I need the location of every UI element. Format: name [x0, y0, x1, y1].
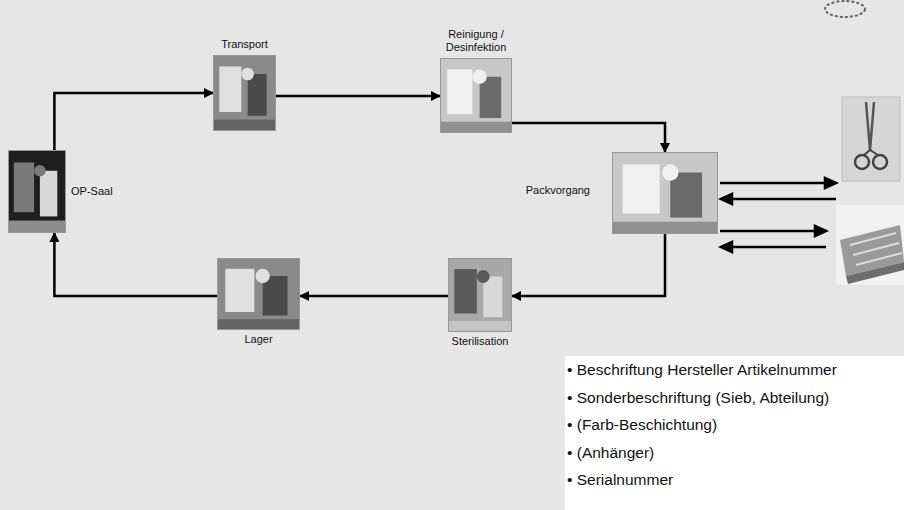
process-photo: Transport — [213, 55, 276, 131]
step-label: OP-Saal — [71, 185, 113, 198]
bullet-item: • Serialnummer — [567, 470, 673, 489]
photo — [213, 55, 276, 131]
list-ground — [565, 356, 904, 510]
bullet-item: • Beschriftung Hersteller Artikelnummer — [567, 360, 837, 379]
process-photo: Lager — [217, 258, 300, 330]
tray-photo — [836, 205, 904, 285]
flow-arrow — [276, 95, 440, 98]
ring-icon — [825, 1, 865, 17]
step-label: Sterilisation — [452, 335, 509, 348]
step-label: Packvorgang — [526, 184, 590, 197]
photo — [8, 150, 66, 233]
flow-arrow — [54, 93, 213, 150]
scissors-photo — [842, 97, 900, 181]
bullet-item: • (Anhänger) — [567, 443, 654, 462]
flow-arrow — [512, 234, 665, 296]
photo — [612, 152, 718, 234]
step-label: Transport — [221, 38, 268, 51]
side-arrows — [720, 178, 836, 252]
process-photo: Packvorgang — [612, 152, 718, 234]
process-photo: OP-Saal — [8, 150, 66, 233]
step-label: Reinigung / Desinfektion — [439, 28, 513, 54]
bullet-item: • Sonderbeschriftung (Sieb, Abteilung) — [567, 388, 829, 407]
process-photo: Sterilisation — [448, 258, 512, 332]
flow-arrow — [54, 233, 217, 296]
flow-arrow — [300, 295, 448, 298]
photo — [448, 258, 512, 332]
flow-arrow — [512, 123, 665, 152]
bullet-item: • (Farb-Beschichtung) — [567, 415, 717, 434]
step-label: Lager — [244, 333, 272, 346]
photo — [217, 258, 300, 330]
process-photo: Reinigung / Desinfektion — [440, 58, 512, 133]
photo — [440, 58, 512, 133]
